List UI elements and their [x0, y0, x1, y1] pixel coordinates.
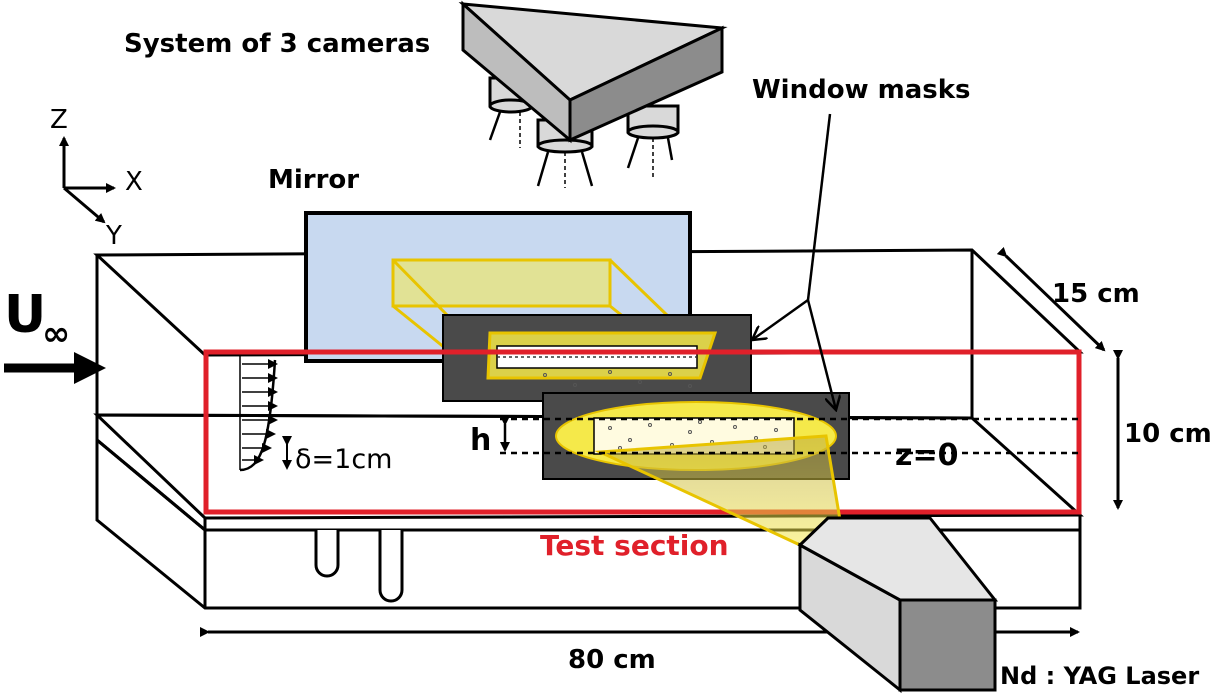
h-label: h: [470, 423, 491, 458]
test-section-label: Test section: [540, 529, 729, 562]
test-section-box: [203, 349, 1082, 515]
support-pipes: [314, 530, 404, 603]
laser-label: Nd : YAG Laser: [1000, 662, 1199, 690]
window-masks-label: Window masks: [752, 75, 971, 105]
u-inf-label: U: [4, 285, 46, 345]
axis-y-label: Y: [105, 221, 122, 251]
delta-label: δ=1cm: [295, 444, 392, 475]
axes: [59, 136, 116, 224]
velocity-profile: [239, 355, 278, 472]
u-inf-subscript: ∞: [42, 314, 70, 354]
reference-lines: [500, 417, 1080, 455]
camera-system: [458, 0, 728, 188]
length-label: 80 cm: [568, 645, 656, 675]
width-label: 15 cm: [1052, 279, 1140, 309]
axis-z-label: Z: [50, 105, 68, 135]
z0-label: z=0: [895, 438, 958, 473]
laser-head: [797, 516, 999, 694]
dimension-width: [996, 246, 1106, 352]
height-label: 10 cm: [1124, 419, 1212, 449]
mirror-reflection: [391, 258, 672, 354]
window-mask-pointers: [752, 113, 836, 410]
mirror-label: Mirror: [268, 165, 359, 195]
cameras-label: System of 3 cameras: [124, 29, 430, 59]
back-mask-sheet: [486, 331, 718, 380]
axis-x-label: X: [125, 167, 143, 197]
